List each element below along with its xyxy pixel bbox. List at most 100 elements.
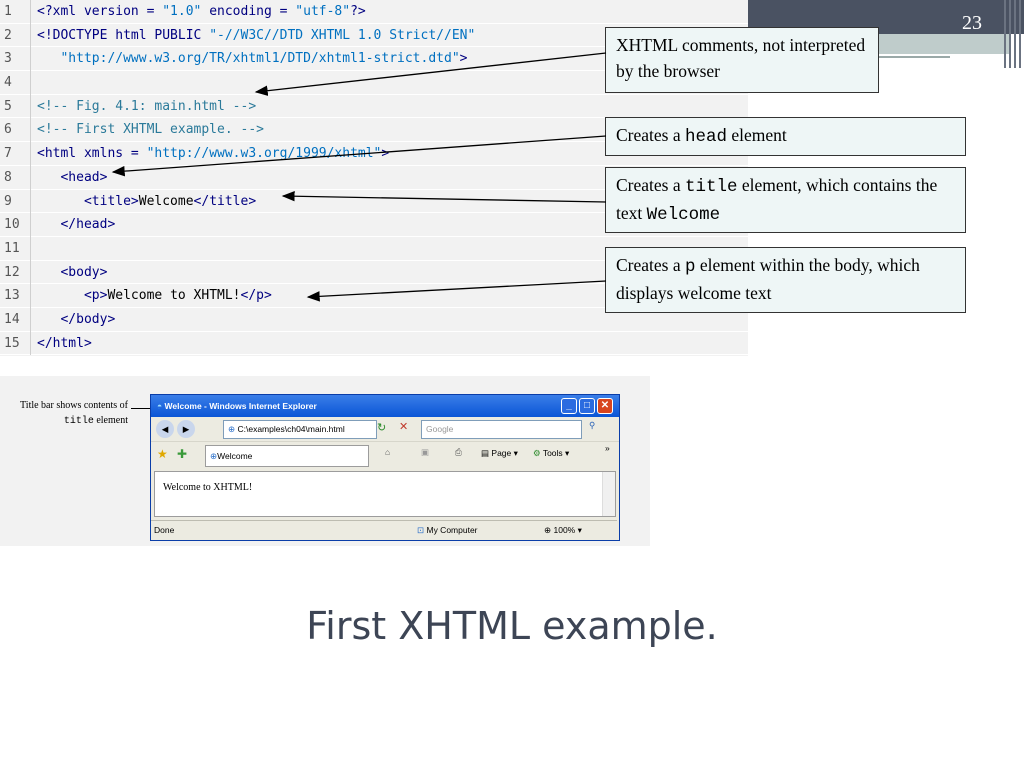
code-line: 10 </head> (0, 213, 748, 237)
callout-p-post: element within the body, which displays … (616, 255, 920, 303)
page-menu-label: Page (491, 448, 512, 458)
browser-screenshot-panel: Title bar shows contents of title elemen… (0, 376, 650, 546)
print-icon[interactable]: ⎙ (455, 447, 462, 457)
tab-label: Welcome (217, 451, 253, 461)
vertical-scrollbar[interactable] (602, 472, 615, 516)
browser-title-bar: ◓ Welcome - Windows Internet Explorer _ … (151, 395, 619, 417)
computer-icon: ⊡ (417, 525, 427, 535)
zoom-control[interactable]: ⊕ 100% ▾ (544, 525, 582, 535)
code-token: "http://www.w3.org/1999/xhtml" (146, 146, 382, 162)
code-line: 15</html> (0, 331, 748, 356)
code-token: <head> (37, 169, 108, 185)
minimize-button[interactable]: _ (561, 398, 577, 414)
code-token: "utf-8" (295, 4, 351, 19)
browser-nav-bar: ◀ ▶ ⊕ C:\examples\ch04\main.html ↻ ✕ Goo… (151, 417, 619, 441)
arrow-head (111, 135, 607, 177)
callout-head-pre: Creates a (616, 125, 685, 145)
code-line: 3 "http://www.w3.org/TR/xhtml1/DTD/xhtml… (0, 47, 748, 72)
code-token: "http://www.w3.org/TR/xhtml1/DTD/xhtml1-… (37, 51, 460, 67)
line-number: 3 (0, 47, 31, 72)
code-token: <!DOCTYPE html PUBLIC (37, 27, 210, 43)
label-leader-line (131, 408, 155, 409)
line-number: 4 (0, 71, 31, 95)
browser-window: ◓ Welcome - Windows Internet Explorer _ … (150, 394, 620, 541)
code-line: 1<?xml version = "1.0" encoding = "utf-8… (0, 0, 748, 24)
callout-title-code: title (685, 177, 738, 197)
browser-content-area: Welcome to XHTML! (154, 471, 616, 517)
code-token: > (381, 146, 390, 162)
callout-title: Creates a title element, which contains … (605, 167, 966, 233)
status-bar: Done ⊡ My Computer ⊕ 100% ▾ (151, 520, 617, 540)
line-number: 5 (0, 94, 31, 119)
line-number: 12 (0, 260, 31, 285)
slide-caption: First XHTML example. (306, 604, 718, 648)
callout-title-pre: Creates a (616, 175, 685, 195)
toolbar-overflow-icon[interactable]: » (605, 443, 610, 453)
feeds-icon[interactable]: ▣ (421, 447, 430, 457)
line-number: 9 (0, 189, 31, 214)
code-token: Welcome to XHTML! (107, 288, 241, 304)
search-placeholder: Google (426, 424, 454, 434)
callout-title-code2: Welcome (646, 205, 721, 225)
title-bar-label: Title bar shows contents of title elemen… (14, 398, 128, 429)
tools-gear-icon: ⚙ (533, 448, 543, 458)
page-menu[interactable]: ▤ Page ▾ (481, 448, 518, 458)
zoom-level: 100% (553, 525, 576, 535)
favorites-star-icon[interactable]: ★ (157, 447, 168, 461)
code-token: </head> (37, 217, 116, 233)
code-line: 12 <body> (0, 260, 748, 285)
back-button[interactable]: ◀ (156, 420, 174, 438)
forward-button[interactable]: ▶ (177, 420, 195, 438)
code-line: 2<!DOCTYPE html PUBLIC "-//W3C//DTD XHTM… (0, 23, 748, 48)
stop-button[interactable]: ✕ (399, 421, 409, 433)
page-text: Welcome to XHTML! (163, 482, 253, 493)
status-text: Done (154, 525, 175, 535)
code-line: 13 <p>Welcome to XHTML!</p> (0, 284, 748, 308)
page-menu-icon: ▤ (481, 448, 492, 458)
code-token: Welcome (138, 193, 194, 209)
add-favorites-icon[interactable]: ✚ (177, 447, 188, 461)
code-token: <p> (37, 288, 108, 304)
line-number: 14 (0, 307, 31, 332)
line-number: 10 (0, 213, 31, 237)
zone-indicator: ⊡ My Computer (417, 521, 478, 539)
address-text: C:\examples\ch04\main.html (237, 424, 345, 434)
home-icon[interactable]: ⌂ (385, 447, 391, 457)
browser-toolbar: ★ ✚ ⊕Welcome ⌂ ▣ ⎙ ▤ Page ▾ ⚙ Tools ▾ » (151, 441, 619, 468)
code-token: <!-- First XHTML example. --> (37, 122, 264, 138)
title-bar-label-code: title (63, 416, 94, 427)
code-token: </body> (37, 311, 116, 327)
line-number: 6 (0, 118, 31, 143)
arrow-p (306, 280, 607, 302)
code-token: <?xml version = (37, 4, 163, 19)
tools-menu[interactable]: ⚙ Tools ▾ (533, 448, 570, 458)
code-line: 7<html xmlns = "http://www.w3.org/1999/x… (0, 142, 748, 166)
header-rule (820, 56, 950, 58)
tab-page-icon: ⊕ (210, 451, 218, 461)
close-button[interactable]: ✕ (597, 398, 613, 414)
code-line: 5 <!-- Fig. 4.1: main.html --> (0, 94, 748, 119)
callout-head-code: head (685, 127, 728, 147)
title-bar-label-pre: Title bar shows contents of (20, 400, 128, 411)
code-token: ?> (350, 4, 366, 19)
search-box[interactable]: Google (421, 420, 582, 439)
code-line: 9 <title>Welcome</title> (0, 189, 748, 214)
zone-text: My Computer (426, 525, 478, 535)
code-line: 6 <!-- First XHTML example. --> (0, 118, 748, 143)
line-number: 8 (0, 165, 31, 190)
refresh-button[interactable]: ↻ (377, 422, 387, 434)
callout-p: Creates a p element within the body, whi… (605, 247, 966, 313)
callout-comments: XHTML comments, not interpreted by the b… (605, 27, 879, 93)
code-token: <!-- Fig. 4.1: main.html --> (37, 98, 257, 114)
code-token: </html> (37, 335, 92, 351)
address-bar[interactable]: ⊕ C:\examples\ch04\main.html (223, 420, 377, 439)
title-bar-label-post: element (96, 415, 128, 426)
maximize-button[interactable]: □ (579, 398, 595, 414)
code-token: "-//W3C//DTD XHTML 1.0 Strict//EN" (209, 27, 476, 43)
browser-tab[interactable]: ⊕Welcome (205, 445, 369, 467)
corner-stripes (1004, 0, 1024, 68)
code-token: <title> (37, 193, 139, 209)
search-icon[interactable]: ⚲ (589, 420, 596, 430)
tools-menu-label: Tools (542, 448, 563, 458)
